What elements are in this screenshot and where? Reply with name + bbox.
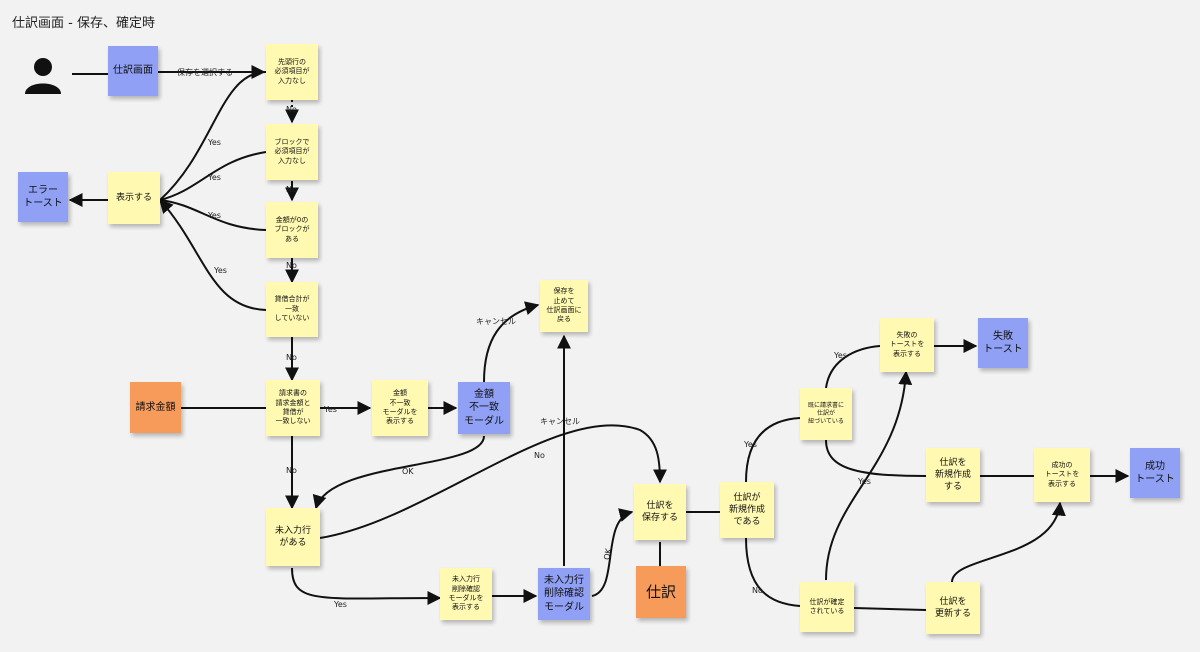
edge-shinki-sudeni [745,417,801,483]
label-cancel-2: キャンセル [540,417,580,426]
label-no-5: No [286,466,297,475]
note-shiwake-hozon[interactable]: 仕訳を 保存する [634,484,686,540]
label-yes-6: Yes [333,600,347,609]
note-taishaku[interactable]: 貸借合計が 一致 していない [266,282,318,337]
edge-minyuryoku-show [291,567,442,606]
note-shippai-show[interactable]: 失敗の トーストを 表示する [880,318,934,372]
note-seikyu-kingaku[interactable]: 請求金額 [130,382,181,433]
note-hyoji[interactable]: 表示する [108,172,160,224]
note-shinki-sakusei[interactable]: 仕訳が 新規作成 である [720,482,774,538]
edge-block-hyoji [159,151,267,201]
label-no-3: No [286,261,297,270]
label-ok-1: OK [402,467,414,476]
label-no-2: No [286,185,297,194]
note-shinki-create[interactable]: 仕訳を 新規作成 する [926,448,980,502]
edge-taishaku-hyoji [159,198,267,311]
edge-minyumodal-hozon [591,508,634,597]
note-koshin[interactable]: 仕訳を 更新する [926,582,980,634]
note-shiwake-entity[interactable]: 仕訳 [636,566,686,618]
label-cancel-1: キャンセル [476,317,516,326]
label-no-4: No [286,353,297,362]
note-kingaku-modal[interactable]: 金額 不一致 モーダル [458,382,510,434]
edge-sengyo-hyoji [159,71,267,201]
edge-modal-stop [483,301,540,383]
note-minyuryoku-show[interactable]: 未入力行 削除確認 モーダルを 表示する [440,568,492,620]
label-no-1: No [286,105,297,114]
note-minyuryoku-modal[interactable]: 未入力行 削除確認 モーダル [538,568,590,620]
label-select-save: 保存を選択する [177,67,233,77]
edge-koshin-seikoshow [951,501,1066,583]
label-yes-5: Yes [323,405,337,414]
edge-kakutei-shippai [825,370,913,581]
edge-kakutei-koshin [853,607,927,611]
label-yes-8: Yes [833,351,847,360]
label-yes-2: Yes [207,173,221,182]
note-hozon-stop[interactable]: 保存を 止めて 仕訳画面に 戻る [540,280,588,332]
note-block[interactable]: ブロックで 必須項目が 入力なし [266,124,318,180]
edge-minyuryoku-hozon [319,424,667,539]
note-kakutei[interactable]: 仕訳が確定 されている [800,582,854,632]
label-yes-4: Yes [213,266,227,275]
edge-sudeni-shippaishow [825,345,881,389]
note-minyuryoku[interactable]: 未入力行 がある [266,508,320,566]
edge-modal-minyuryoku [312,435,485,510]
label-ok-2: OK [602,547,613,561]
note-kingaku0[interactable]: 金額が0の ブロックが ある [266,202,318,258]
label-no-7: No [752,586,763,595]
note-seiko-show[interactable]: 成功の トーストを 表示する [1034,448,1090,502]
edge-shinki-kakutei [745,537,801,607]
label-yes-9: Yes [857,477,871,486]
note-sengyo[interactable]: 先頭行の 必須項目が 入力なし [266,44,318,100]
label-yes-7: Yes [743,440,757,449]
note-seikyusho[interactable]: 請求書の 請求金額と 貸借が 一致しない [266,380,320,436]
label-yes-1: Yes [207,138,221,147]
note-shippai-toast[interactable]: 失敗 トースト [978,318,1028,368]
page-title: 仕訳画面 - 保存、確定時 [12,16,155,31]
edge-sudeni-create [825,439,927,477]
note-sudeni[interactable]: 既に請求書に 仕訳が 紐づいている [800,388,852,440]
note-seiko-toast[interactable]: 成功 トースト [1130,448,1180,498]
note-kingaku-modal-show[interactable]: 金額 不一致 モーダルを 表示する [372,380,428,436]
user-icon [25,58,61,94]
label-yes-3: Yes [207,211,221,220]
note-error-toast[interactable]: エラー トースト [18,172,68,222]
note-shiwake-gamen[interactable]: 仕訳画面 [108,46,158,96]
label-no-6: No [534,451,545,460]
